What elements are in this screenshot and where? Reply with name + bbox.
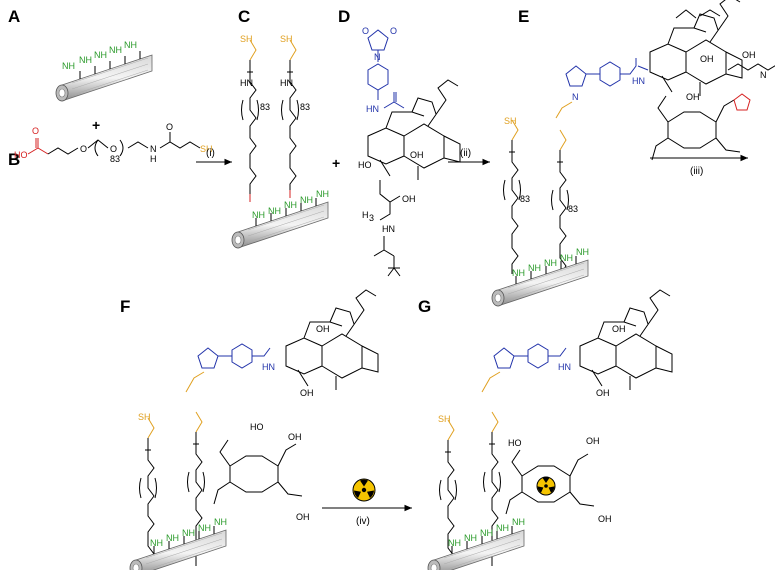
panel-label-a: A [8,7,20,26]
svg-text:NH: NH [576,247,589,257]
panel-label-f: F [120,297,130,316]
svg-text:OH: OH [598,514,612,524]
svg-text:OH: OH [612,324,626,334]
svg-text:NH: NH [480,528,493,538]
reaction-iv: (iv) [356,516,370,527]
plus-sign-2: + [332,155,340,171]
reaction-i: (i) [206,148,215,159]
svg-text:OH: OH [742,50,756,60]
svg-text:NH: NH [252,210,265,220]
nanotube-docetaxel-e: SH N HN 83 83 OH OH OH N NH NH NH NH NH [491,0,775,307]
svg-text:NH: NH [544,258,557,268]
panel-label-b: B [8,150,20,169]
svg-text:SH: SH [438,414,451,424]
svg-text:O: O [390,26,397,36]
reaction-iii: (iii) [690,166,703,177]
svg-text:N: N [760,70,767,80]
svg-text:83: 83 [260,102,270,112]
svg-text:H: H [362,210,369,220]
svg-text:NH: NH [300,195,313,205]
svg-text:HN: HN [262,362,275,372]
peg-thiol-b: HO O O O 83 N H O SH [14,122,213,164]
svg-text:OH: OH [700,54,714,64]
svg-text:SH: SH [240,34,253,44]
svg-text:NH: NH [448,538,461,548]
svg-text:83: 83 [300,102,310,112]
svg-text:NH: NH [182,528,195,538]
svg-text:OH: OH [402,194,416,204]
dota-nhs-reagent [651,93,751,161]
svg-text:NH: NH [512,268,525,278]
maleimide-docetaxel-d: O O N HN HO OH OH H 3 HN [358,26,461,277]
svg-text:NH: NH [94,50,107,60]
svg-text:HN: HN [280,78,293,88]
svg-text:O: O [80,144,87,154]
svg-text:NH: NH [284,200,297,210]
svg-text:N: N [572,92,579,102]
svg-text:SH: SH [280,34,293,44]
svg-text:OH: OH [288,432,302,442]
panel-label-d: D [338,7,350,26]
svg-text:83: 83 [568,204,578,214]
svg-text:HN: HN [366,104,379,114]
svg-text:HO: HO [14,150,28,160]
svg-text:OH: OH [316,324,330,334]
panel-label-e: E [518,7,529,26]
svg-text:NH: NH [496,523,509,533]
svg-text:NH: NH [214,517,227,527]
svg-text:HO: HO [508,438,522,448]
svg-text:NH: NH [528,263,541,273]
svg-text:SH: SH [200,144,213,154]
svg-text:H: H [150,154,157,164]
svg-text:NH: NH [512,517,525,527]
svg-text:OH: OH [410,150,424,160]
svg-text:NH: NH [109,45,122,55]
nanotube-peg-c: SH SH HN HN 83 83 NH NH NH NH NH [231,34,329,249]
panel-label-g: G [418,297,431,316]
svg-text:OH: OH [596,388,610,398]
svg-text:HN: HN [558,362,571,372]
svg-text:O: O [362,26,369,36]
nanotube-dota-f: SH HN OH OH HO OH OH NH NH NH NH NH [129,289,379,570]
svg-text:83: 83 [520,194,530,204]
svg-text:HO: HO [250,422,264,432]
svg-text:O: O [110,144,117,154]
nanotube-a: NH NH NH NH NH [55,40,153,102]
svg-text:N: N [374,52,381,62]
svg-text:HN: HN [632,76,645,86]
svg-text:HN: HN [240,78,253,88]
nanotube-radiolabeled-g: SH HN OH OH HO OH OH NH NH NH NH NH [427,289,673,570]
svg-text:NH: NH [316,189,329,199]
svg-text:NH: NH [150,538,163,548]
svg-text:OH: OH [586,436,600,446]
svg-text:3: 3 [369,213,374,223]
svg-text:NH: NH [268,206,281,216]
reaction-ii: (ii) [460,148,471,159]
svg-text:O: O [32,126,39,136]
svg-text:SH: SH [504,116,517,126]
svg-text:NH: NH [198,523,211,533]
panel-label-c: C [238,7,250,26]
svg-text:NH: NH [560,253,573,263]
svg-text:NH: NH [79,55,92,65]
radiation-icon [352,478,376,502]
svg-text:O: O [166,122,173,132]
svg-text:OH: OH [300,388,314,398]
svg-text:OH: OH [686,92,700,102]
svg-text:HN: HN [382,224,395,234]
svg-text:N: N [150,144,157,154]
svg-text:83: 83 [110,154,120,164]
svg-text:NH: NH [124,40,137,50]
svg-text:SH: SH [138,412,151,422]
svg-text:NH: NH [166,533,179,543]
svg-text:NH: NH [62,61,75,71]
svg-text:HO: HO [358,160,372,170]
svg-text:OH: OH [296,512,310,522]
plus-sign: + [92,117,100,133]
svg-text:NH: NH [464,533,477,543]
